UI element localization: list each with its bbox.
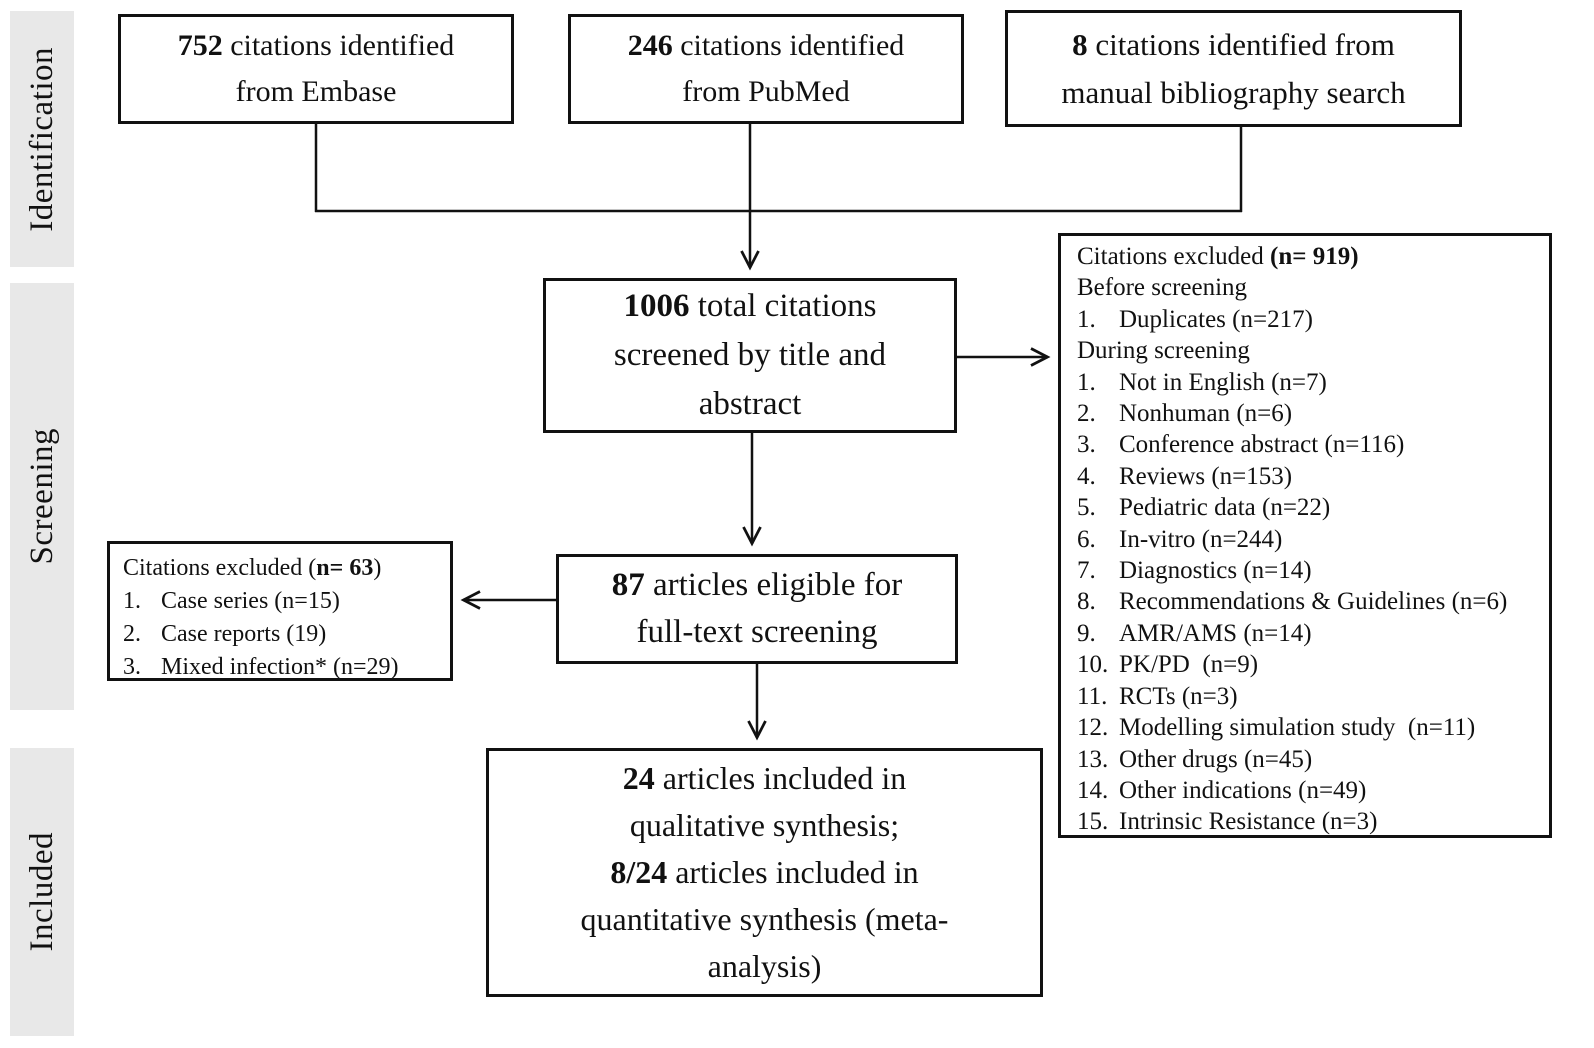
excluded-left-title: Citations excluded (n= 63): [123, 555, 382, 581]
list-item: Recommendations & Guidelines (n=6): [1119, 588, 1508, 616]
box-text-line: from Embase: [235, 75, 397, 108]
box-text-line: screened by title and: [613, 337, 887, 373]
list-item: AMR/AMS (n=14): [1119, 619, 1312, 647]
box-screened: 1006 total citations screened by title a…: [543, 278, 957, 433]
list-item: Diagnostics (n=14): [1119, 557, 1312, 585]
box-eligible: 87 articles eligible for full-text scree…: [556, 554, 958, 664]
box-text-line: abstract: [698, 386, 802, 422]
list-item: Intrinsic Resistance (n=3): [1119, 808, 1378, 836]
box-text-line: analysis): [707, 948, 822, 984]
box-text-line: 87 articles eligible for: [611, 567, 903, 603]
box-excluded-left: Citations excluded (n= 63) Case series (…: [107, 541, 453, 681]
stage-label-included: Included: [23, 832, 60, 952]
box-text-line: full-text screening: [636, 614, 878, 650]
list-item: PK/PD (n=9): [1119, 651, 1259, 679]
box-text-line: 8/24 articles included in: [610, 854, 919, 890]
list-item: Mixed infection* (n=29): [161, 654, 399, 680]
box-text-line: 24 articles included in: [622, 760, 907, 796]
box-text-line: 1006 total citations: [623, 288, 877, 324]
list-item: Other drugs (n=45): [1119, 745, 1313, 773]
list-item: RCTs (n=3): [1119, 682, 1238, 710]
excluded-right-title: Citations excluded (n= 919): [1077, 243, 1359, 270]
list-item: Pediatric data (n=22): [1119, 494, 1331, 522]
box-text-line: from PubMed: [682, 75, 850, 108]
excluded-right-before-label: Before screening: [1077, 274, 1248, 302]
stage-bar-identification: Identification: [10, 11, 74, 267]
box-text-line: qualitative synthesis;: [629, 807, 900, 843]
list-item: Modelling simulation study (n=11): [1119, 714, 1476, 742]
box-text-line: 752 citations identified: [177, 29, 455, 62]
box-included: 24 articles included in qualitative synt…: [486, 748, 1043, 997]
box-excluded-right: Citations excluded (n= 919) Before scree…: [1058, 233, 1552, 838]
list-item: Duplicates (n=217): [1119, 305, 1313, 333]
stage-label-identification: Identification: [23, 46, 60, 232]
stage-bar-screening: Screening: [10, 283, 74, 710]
box-text-line: manual bibliography search: [1061, 74, 1406, 110]
list-item: Conference abstract (n=116): [1119, 431, 1405, 459]
list-item: In-vitro (n=244): [1119, 525, 1283, 553]
box-text-line: quantitative synthesis (meta-: [580, 901, 949, 937]
list-item: Reviews (n=153): [1119, 462, 1293, 490]
list-item: Case series (n=15): [161, 588, 340, 614]
stage-bar-included: Included: [10, 748, 74, 1036]
excluded-right-before-list: Duplicates (n=217): [1077, 304, 1545, 335]
list-item: Nonhuman (n=6): [1119, 400, 1293, 428]
stage-label-screening: Screening: [23, 428, 60, 565]
excluded-right-during-list: Not in English (n=7) Nonhuman (n=6) Conf…: [1077, 367, 1545, 838]
excluded-right-during-label: During screening: [1077, 337, 1250, 365]
list-item: Not in English (n=7): [1119, 368, 1327, 396]
box-text-line: 8 citations identified from: [1072, 26, 1395, 62]
box-manual-bibliography: 8 citations identified from manual bibli…: [1005, 10, 1462, 127]
list-item: Other indications (n=49): [1119, 776, 1367, 804]
box-text-line: 246 citations identified: [627, 29, 905, 62]
box-embase: 752 citations identified from Embase: [118, 14, 514, 124]
excluded-left-list: Case series (n=15) Case reports (19) Mix…: [123, 585, 446, 684]
box-pubmed: 246 citations identified from PubMed: [568, 14, 964, 124]
list-item: Case reports (19): [161, 621, 327, 647]
